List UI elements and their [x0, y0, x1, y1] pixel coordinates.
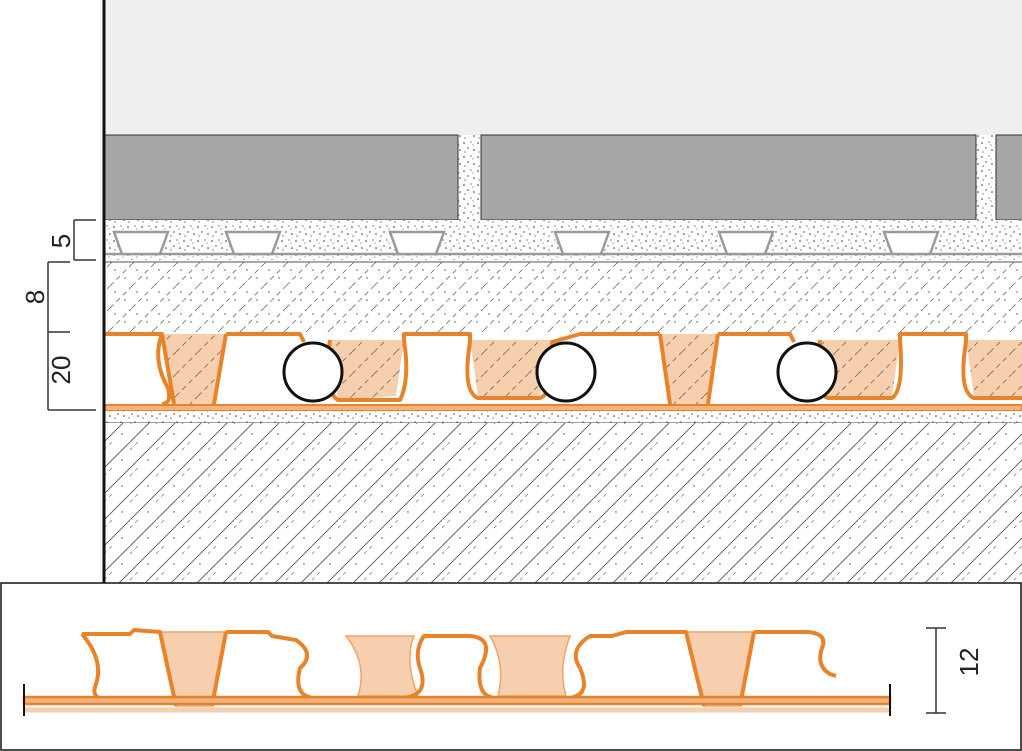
heating-pipe: [282, 341, 344, 403]
mat-cavity: [882, 230, 940, 256]
tile: [995, 134, 1022, 221]
detail-cavity-fills: [159, 631, 755, 707]
uncoupling-mat: [104, 230, 1022, 256]
screed-layer: [104, 262, 1022, 332]
tile-row: [104, 134, 1022, 221]
mat-cavity: [553, 230, 611, 256]
heating-pipe: [535, 341, 597, 403]
tile: [104, 134, 459, 221]
concrete-substrate: [104, 423, 1022, 583]
tile: [480, 134, 977, 221]
adhesive-layer: [104, 411, 1022, 423]
mat-cavity: [388, 230, 446, 256]
screed-filled-cavities: [162, 334, 1022, 404]
detail-dimension-marker: [926, 627, 946, 714]
dim-label-tile-bed: 5: [46, 234, 76, 248]
mat-cavity: [717, 230, 775, 256]
dim-label-membrane-height: 20: [46, 356, 76, 385]
dim-label-detail-height: 12: [954, 648, 984, 677]
heating-pipe: [776, 341, 838, 403]
floor-section: [104, 0, 1022, 583]
dim-label-screed-cover: 8: [20, 290, 50, 304]
room-air: [104, 0, 1022, 135]
detail-fleece: [22, 695, 892, 706]
membrane-fleece: [104, 404, 1022, 412]
detail-membrane-outline: [80, 628, 837, 707]
membrane-detail: [22, 628, 892, 716]
heating-pipes: [282, 341, 838, 403]
mat-cavity: [224, 230, 282, 256]
dimension-markers: [47, 219, 96, 411]
mat-cavity: [112, 230, 170, 256]
